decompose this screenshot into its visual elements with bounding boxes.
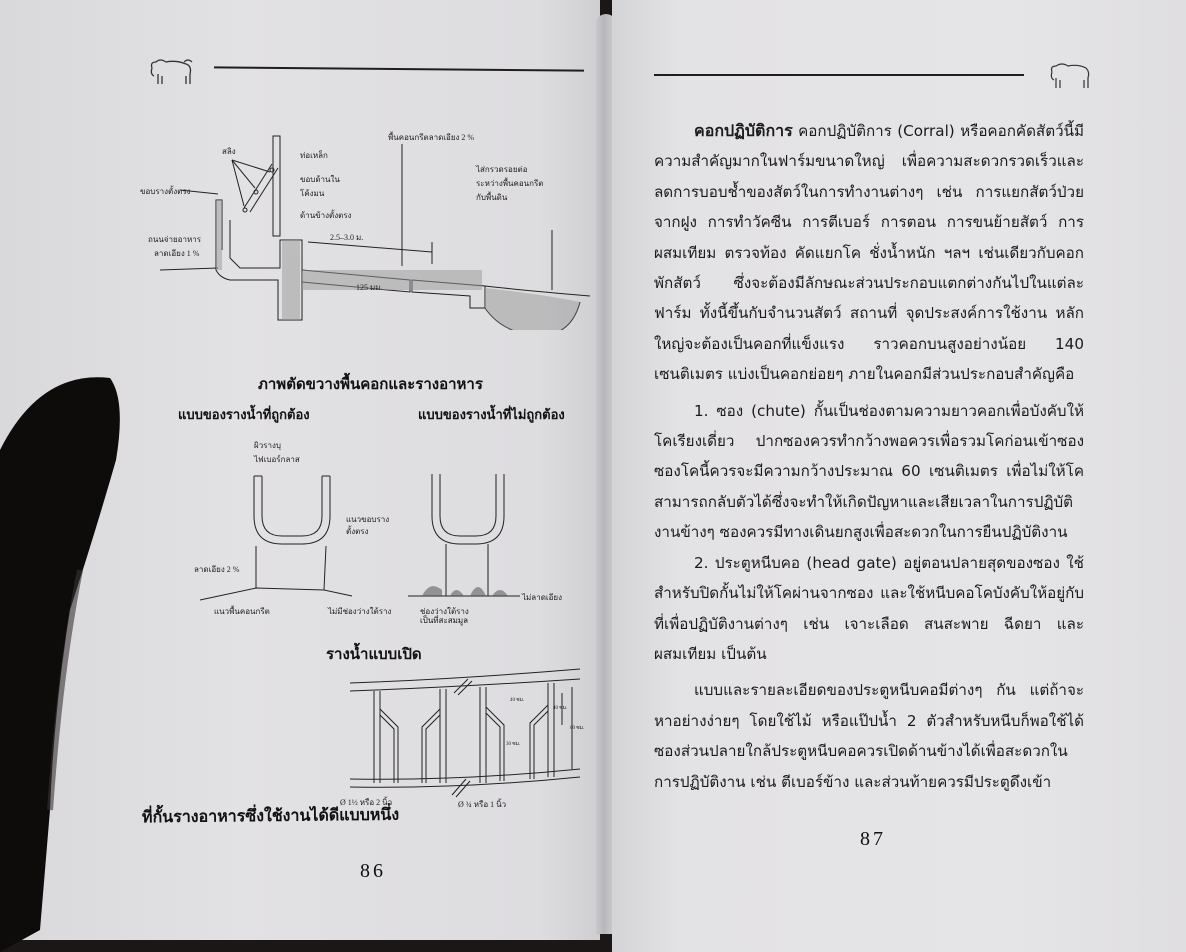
label-dim-a: Ø 1½ หรือ 2 นิ้ว: [340, 796, 392, 807]
label-gravel-2: ระหว่างพื้นคอนกรีต: [476, 177, 543, 188]
paragraph-intro: คอกปฏิบัติการ คอกปฏิบัติการ (Corral) หรื…: [654, 121, 1084, 384]
label-trough-edge: ขอบรางตั้งตรง: [140, 185, 191, 196]
paragraph-chute: 1. ซอง (chute) กั้นเป็นช่องตามความยาวคอก…: [654, 401, 1084, 542]
page-number-right: 87: [860, 828, 886, 850]
label-width: 2.5–3.0 ม.: [330, 233, 363, 242]
incorrect-trough-title: แบบของรางน้ำที่ไม่ถูกต้อง: [418, 408, 565, 423]
label-edge-2: ตั้งตรง: [346, 525, 369, 536]
label-no-slope: ไม่ลาดเอียง: [521, 593, 562, 602]
label-small-2: 40 ซม.: [553, 705, 567, 711]
label-gravel-3: กับพื้นดิน: [476, 191, 508, 202]
label-surface-1: ผิวรางบุ: [254, 441, 281, 450]
label-inner-edge: ขอบด้านใน: [300, 175, 340, 184]
right-page: [612, 0, 1186, 952]
label-gravel-1: ไส่กรวดรอยต่อ: [475, 165, 528, 174]
label-slope-2: ลาดเอียง 2 %: [194, 565, 240, 574]
label-gap-2: เป็นที่สะสมมูล: [420, 616, 469, 625]
label-no-gap: ไม่มีช่องว่างใต้ราง: [327, 607, 391, 616]
figure3-title: รางน้ำแบบเปิด: [326, 645, 422, 663]
label-thickness: 125 มม.: [356, 283, 383, 292]
label-slope-1: ลาดเอียง 1 %: [154, 249, 200, 258]
paragraph-head-gate: 2. ประตูหนีบคอ (head gate) อยู่ตอนปลายสุ…: [654, 553, 1084, 663]
label-rounded: โค้งมน: [300, 188, 325, 198]
figure1-caption: ภาพตัดขวางพื้นคอกและรางอาหาร: [258, 375, 483, 393]
label-small-4: 30 ซม.: [506, 741, 520, 747]
label-surface-2: ไฟเบอร์กลาส: [253, 454, 300, 464]
label-vertical-side: ด้านข้างตั้งตรง: [300, 209, 352, 220]
book-gutter: [596, 14, 616, 934]
feed-barrier-diagram: 40 ซม. 40 ซม. 60 ซม. 30 ซม. Ø 1½ หรือ 2 …: [340, 668, 584, 809]
right-page-body: คอกปฏิบัติการ คอกปฏิบัติการ (Corral) หรื…: [654, 116, 1084, 797]
label-small-1: 40 ซม.: [510, 697, 524, 703]
label-small-3: 60 ซม.: [570, 725, 584, 731]
header-rule-right: [654, 74, 1024, 76]
water-trough-diagram: ผิวรางบุ ไฟเบอร์กลาส แนวขอบราง ตั้งตรง ล…: [194, 441, 562, 616]
page-number-left: 86: [360, 860, 386, 882]
label-gap-1: ช่องว่างใต้ราง: [420, 607, 469, 616]
figure3-caption: ที่กั้นรางอาหารซึ่งใช้งานได้ดีแบบหนึ่ง: [141, 804, 400, 827]
correct-trough-title: แบบของรางน้ำที่ถูกต้อง: [178, 408, 310, 423]
label-feed-road: ถนนจ่ายอาหาร: [148, 235, 202, 244]
label-steel-pipe: ท่อเหล็ก: [300, 150, 328, 160]
label-floor-slope: พื้นคอนกรีตลาดเอียง 2 %: [388, 131, 474, 142]
section-heading: คอกปฏิบัติการ: [694, 121, 793, 140]
floor-cross-section-diagram: สลิง ท่อเหล็ก ขอบด้านใน โค้งมน ด้านข้างต…: [140, 131, 590, 330]
paragraph-details: แบบและรายละเอียดของประตูหนีบคอมีต่างๆ กั…: [654, 681, 1084, 791]
label-sling: สลิง: [222, 147, 236, 156]
cow-icon: [146, 54, 194, 95]
label-dim-b: Ø ¾ หรือ 1 นิ้ว: [458, 798, 506, 809]
cow-icon: [1044, 60, 1092, 97]
label-edge-1: แนวขอบราง: [346, 515, 389, 524]
label-concrete-line: แนวพื้นคอนกรีต: [214, 605, 270, 616]
